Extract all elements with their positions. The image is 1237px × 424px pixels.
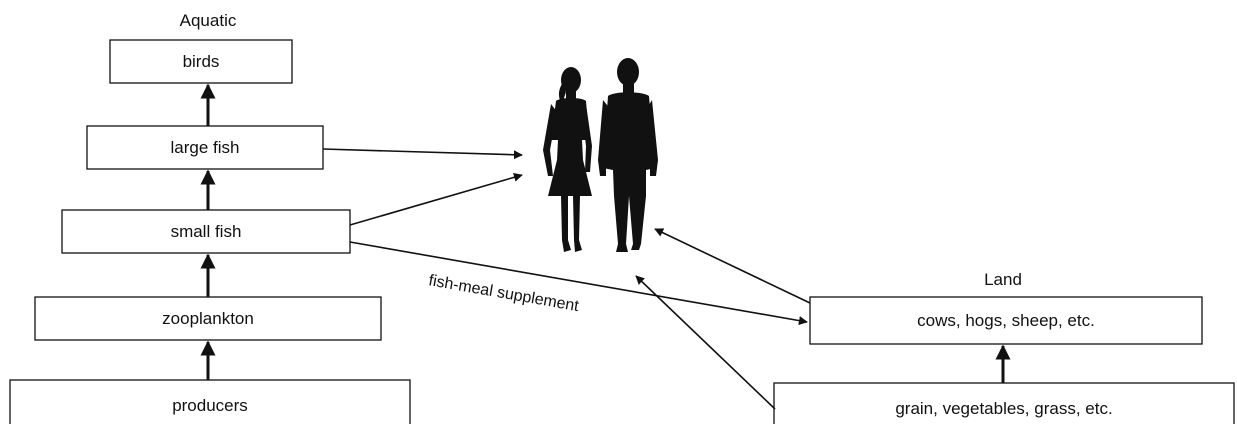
node-birds-label: birds <box>183 52 220 71</box>
node-livestock: cows, hogs, sheep, etc. <box>810 297 1202 344</box>
node-large-fish: large fish <box>87 126 323 169</box>
node-zooplankton: zooplankton <box>35 297 381 340</box>
land-heading: Land <box>984 270 1022 289</box>
node-livestock-label: cows, hogs, sheep, etc. <box>917 311 1095 330</box>
arrow-livestock-to-humans <box>655 229 810 303</box>
arrow-fish-meal-supplement <box>350 242 807 322</box>
node-small-fish: small fish <box>62 210 350 253</box>
man-silhouette-icon <box>598 58 658 252</box>
node-small-fish-label: small fish <box>171 222 242 241</box>
people-silhouette-icon <box>543 58 658 252</box>
arrow-large-fish-to-humans <box>323 149 522 155</box>
node-zooplankton-label: zooplankton <box>162 309 254 328</box>
node-producers: producers <box>10 380 410 424</box>
node-large-fish-label: large fish <box>171 138 240 157</box>
arrow-small-fish-to-humans <box>350 175 522 225</box>
node-producers-label: producers <box>172 396 248 415</box>
node-birds: birds <box>110 40 292 83</box>
node-crops: grain, vegetables, grass, etc. <box>774 383 1234 424</box>
aquatic-heading: Aquatic <box>180 11 237 30</box>
woman-silhouette-icon <box>543 67 592 252</box>
node-crops-label: grain, vegetables, grass, etc. <box>895 399 1112 418</box>
